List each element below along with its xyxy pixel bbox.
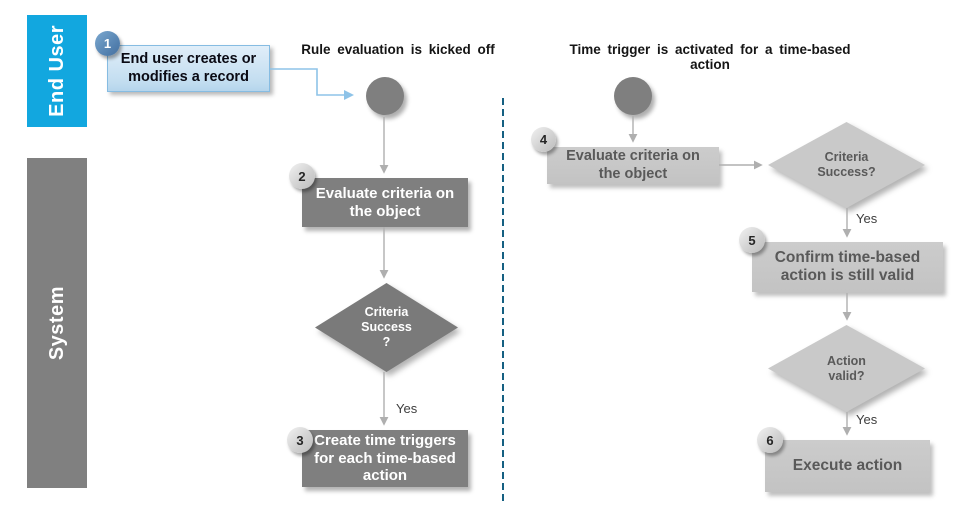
start-node-right (614, 77, 652, 115)
step-5-badge: 5 (739, 227, 765, 253)
start-node-left (366, 77, 404, 115)
step-4-label: Evaluate criteria on the object (566, 148, 700, 182)
step-3-label: Create time triggers for each time-based… (314, 431, 456, 485)
decision-criteria-success-right: Criteria Success? (768, 122, 925, 208)
right-flow-title: Time trigger is activated for a time-bas… (569, 42, 851, 72)
decision-criteria-success-left-label: Criteria Success ? (361, 305, 412, 349)
step-2-label: Evaluate criteria on the object (315, 184, 455, 220)
step-1-badge: 1 (95, 31, 120, 56)
left-flow-title: Rule evaluation is kicked off (301, 42, 495, 57)
step-2-evaluate-criteria-box: Evaluate criteria on the object (302, 178, 468, 227)
step-6-execute-action-box: Execute action (765, 440, 930, 492)
step-5-confirm-action-box: Confirm time-based action is still valid (752, 242, 943, 292)
yes-label-right-2: Yes (856, 412, 878, 427)
decision-criteria-success-left: Criteria Success ? (315, 283, 458, 372)
step-2-badge: 2 (289, 163, 315, 189)
decision-action-valid: Action valid? (768, 325, 925, 412)
decision-action-valid-label: Action valid? (827, 353, 866, 383)
step-4-badge: 4 (531, 127, 556, 152)
step-1-label: End user creates or modifies a record (120, 51, 257, 85)
step-1-end-user-creates-box: End user creates or modifies a record (107, 45, 270, 92)
step-4-evaluate-criteria-box: Evaluate criteria on the object (547, 147, 719, 184)
decision-criteria-success-right-label: Criteria Success? (817, 150, 876, 179)
lane-end-user: End User (27, 15, 87, 127)
step-6-label: Execute action (792, 456, 903, 474)
connector-record-to-start (270, 68, 354, 100)
yes-label-right-1: Yes (856, 211, 878, 226)
step-3-create-triggers-box: Create time triggers for each time-based… (302, 430, 468, 487)
lane-system: System (27, 158, 87, 488)
step-6-badge: 6 (757, 427, 783, 453)
step-5-label: Confirm time-based action is still valid (774, 248, 921, 284)
step-3-badge: 3 (287, 427, 313, 453)
yes-label-left: Yes (396, 401, 418, 416)
